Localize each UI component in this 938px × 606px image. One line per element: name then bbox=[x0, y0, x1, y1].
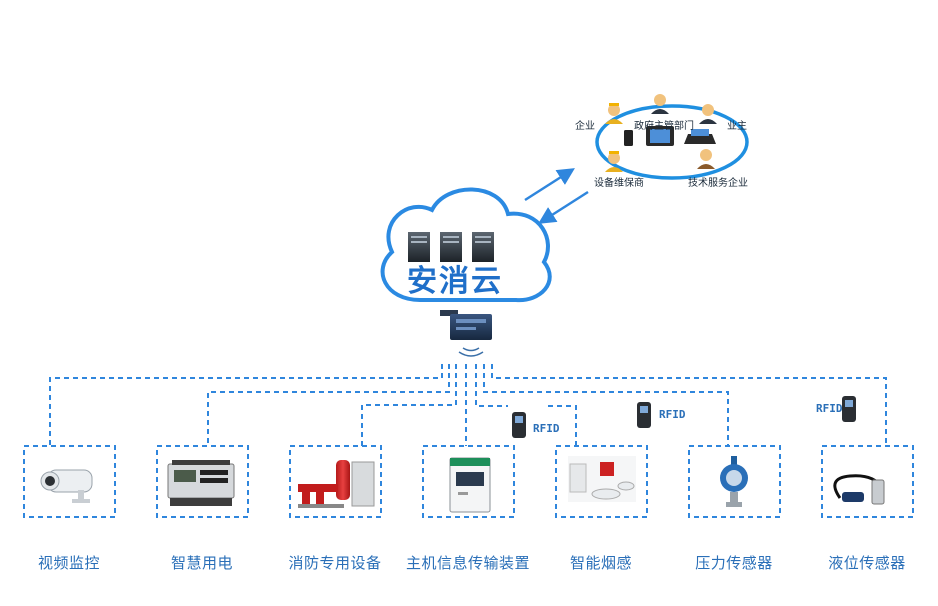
device-label-camera: 视频监控 bbox=[37, 554, 100, 572]
fire-pump-icon bbox=[298, 460, 375, 508]
level-sensor-icon bbox=[833, 474, 885, 505]
device-label-smoke: 智能烟感 bbox=[569, 554, 632, 572]
stakeholder-tech-service: 技术服务企业 bbox=[688, 178, 748, 189]
camera-icon bbox=[40, 469, 93, 503]
device-label-power: 智慧用电 bbox=[170, 554, 233, 572]
pressure-sensor-icon bbox=[720, 456, 748, 507]
device-label-fire-pump: 消防专用设备 bbox=[288, 554, 382, 572]
device-box-fire-pump bbox=[289, 445, 382, 518]
server-icon bbox=[472, 232, 494, 262]
device-box-smoke bbox=[555, 445, 648, 518]
uplink-arrow bbox=[524, 168, 575, 202]
stakeholder-enterprise: 企业 bbox=[575, 121, 595, 132]
device-label-host: 主机信息传输装置 bbox=[405, 554, 530, 572]
downlink-arrow bbox=[538, 190, 589, 224]
stakeholder-ring bbox=[595, 94, 749, 180]
device-label-level: 液位传感器 bbox=[828, 554, 906, 572]
person-icon bbox=[605, 151, 623, 172]
device-box-camera bbox=[23, 445, 116, 518]
stakeholder-government: 政府主管部门 bbox=[634, 121, 694, 132]
cloud-title: 安消云 bbox=[407, 264, 503, 299]
cloud-shape bbox=[380, 187, 552, 303]
rfid-reader-icon bbox=[512, 412, 526, 438]
smoke-detector-icon bbox=[568, 456, 636, 502]
stakeholder-owner: 业主 bbox=[727, 121, 747, 132]
device-box-pressure bbox=[688, 445, 781, 518]
rfid-reader-icon bbox=[637, 402, 651, 428]
device-box-host bbox=[422, 445, 515, 518]
rfid-label: RFID bbox=[533, 422, 560, 435]
laptop-icon bbox=[684, 134, 716, 144]
server-icon bbox=[440, 232, 462, 262]
rfid-reader-icon bbox=[842, 396, 856, 422]
power-meter-icon bbox=[167, 460, 235, 506]
connection-lines bbox=[49, 364, 887, 446]
device-box-level bbox=[821, 445, 914, 518]
person-icon bbox=[697, 149, 715, 169]
stakeholder-maintainer: 设备维保商 bbox=[594, 178, 644, 189]
person-icon bbox=[605, 103, 623, 124]
rfid-label: RFID bbox=[816, 402, 843, 415]
person-icon bbox=[699, 104, 717, 124]
rfid-label: RFID bbox=[659, 408, 686, 421]
transmission-host-icon bbox=[449, 457, 491, 513]
gateway-icon bbox=[440, 310, 492, 340]
wireless-signal-icon bbox=[458, 347, 484, 357]
server-icon bbox=[408, 232, 430, 262]
device-label-pressure: 压力传感器 bbox=[695, 554, 773, 572]
phone-icon bbox=[624, 130, 633, 146]
device-box-power bbox=[156, 445, 249, 518]
person-icon bbox=[651, 94, 669, 114]
